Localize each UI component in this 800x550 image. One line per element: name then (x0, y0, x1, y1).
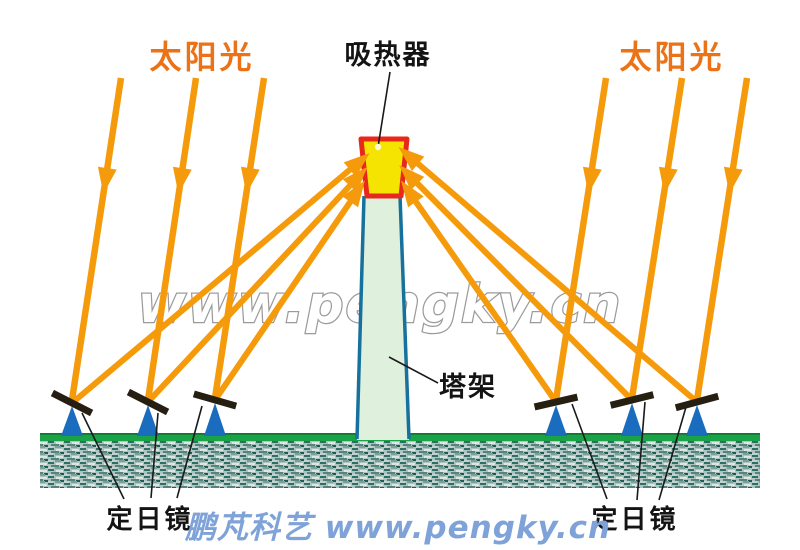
reflected-ray-left-1 (70, 159, 361, 406)
sun-ray-arrowhead (658, 166, 678, 194)
sun-ray-left-2 (144, 77, 200, 401)
reflected-ray-right-2 (406, 172, 635, 403)
heliostat-mirror (50, 389, 94, 417)
sun-ray-right-2 (628, 77, 686, 399)
heliostat-leader-line (636, 401, 646, 501)
ground (40, 433, 760, 488)
reflected-arrowhead (399, 165, 425, 191)
heliostat-pedestal (204, 403, 226, 436)
heliostat-pedestal (686, 405, 708, 436)
tower-left-edge (355, 195, 366, 440)
label-leader-lines (81, 71, 687, 501)
reflected-arrowhead (400, 180, 424, 208)
sun-ray-arrowhead (723, 166, 743, 194)
heliostat-mirror (609, 391, 655, 409)
heliostat-pedestal (545, 405, 567, 436)
heliostat-label-left: 定日镜 (106, 504, 193, 535)
tower (355, 195, 411, 440)
sun-ray-right-3 (693, 77, 751, 401)
heliostat-leader-line (571, 403, 608, 500)
heliostat-mirror (192, 390, 238, 410)
receiver-shape (358, 136, 410, 199)
receiver-leader-line (377, 71, 391, 148)
reflected-arrowhead (342, 180, 365, 208)
reflected-arrowhead (342, 166, 368, 193)
heliostat-pedestal (621, 403, 643, 436)
sun-ray-arrowhead (582, 166, 602, 194)
sun-ray-right-1 (552, 77, 610, 401)
sun-ray-left-1 (68, 77, 125, 401)
tower-label: 塔架 (439, 372, 497, 403)
sun-ray-arrowhead (240, 166, 260, 194)
sun-ray-arrowhead (172, 166, 192, 194)
heliostat-leader-line (658, 406, 687, 501)
heliostat-label-right: 定日镜 (591, 504, 678, 535)
heliostat-leader-line (81, 412, 125, 500)
receiver-pointer-dot (374, 143, 382, 151)
reflected-ray-arrowheads (342, 146, 425, 208)
reflected-arrowhead (343, 153, 370, 177)
receiver-label: 吸热器 (345, 40, 432, 71)
reflected-ray-right-3 (407, 153, 699, 405)
tower-shape (357, 196, 409, 440)
tower-right-edge (398, 195, 411, 440)
incident-sun-rays (68, 77, 751, 401)
heliostat-leader-line (150, 412, 159, 499)
heliostat-leader-line (176, 405, 203, 499)
heliostats (50, 388, 720, 436)
reflected-arrowhead (398, 146, 425, 172)
heliostat-pedestal (61, 406, 83, 436)
footer-watermark: 鹏芃科艺 www.pengky.cn (184, 510, 611, 546)
reflected-ray-right-1 (406, 190, 559, 404)
sunlight-label-left: 太阳光 (149, 38, 254, 76)
sun-ray-arrowhead (97, 166, 117, 194)
ground-texture (40, 440, 760, 488)
tower-leader-line (388, 356, 439, 384)
sun-ray-left-3 (211, 77, 268, 399)
reflected-ray-left-2 (145, 174, 361, 405)
reflected-rays (70, 153, 699, 406)
heliostat-pedestal (137, 405, 159, 436)
sunlight-label-right: 太阳光 (619, 38, 724, 76)
heliostat-mirror (533, 393, 579, 411)
heliostat-mirror (674, 392, 720, 412)
heliostat-mirror (126, 388, 170, 416)
reflected-ray-left-3 (212, 190, 360, 402)
